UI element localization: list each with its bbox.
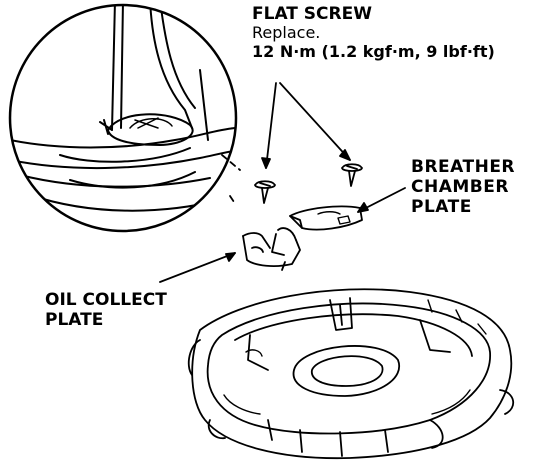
leader-lines — [159, 82, 406, 283]
flat-screw-right — [341, 163, 363, 187]
flat-screw-torque: 12 N·m (1.2 kgf·m, 9 lbf·ft) — [252, 41, 495, 61]
oil-label-line-2: PLATE — [45, 310, 104, 331]
flat-screw-title: FLAT SCREW — [252, 4, 372, 24]
transmission-housing — [187, 288, 514, 460]
oil-label-line-1: OIL COLLECT — [45, 290, 167, 310]
flat-screw-note: Replace. — [252, 23, 321, 43]
breather-label-line-3: PLATE — [411, 197, 472, 218]
oil-collect-plate-callout: OIL COLLECT PLATE — [45, 290, 167, 330]
detail-pointer-upper — [221, 154, 241, 171]
detail-close-up — [10, 5, 236, 212]
arrowhead-screw-right — [339, 149, 351, 161]
detail-magnifier — [8, 3, 238, 233]
detail-pointer-lower — [229, 195, 237, 206]
leader-screw-left — [265, 82, 277, 169]
leader-screw-right — [279, 82, 351, 161]
breather-chamber-plate-callout: BREATHER CHAMBER PLATE — [411, 157, 515, 217]
arrowhead-screw-left — [261, 157, 271, 169]
breather-chamber-plate — [289, 205, 363, 231]
arrowhead-oil-plate — [225, 252, 236, 262]
leader-oil-plate — [159, 252, 236, 283]
flat-screw-callout: FLAT SCREW Replace. 12 N·m (1.2 kgf·m, 9… — [252, 4, 495, 62]
oil-collect-plate — [242, 227, 301, 271]
flat-screw-left — [254, 180, 276, 204]
breather-label-line-2: CHAMBER — [411, 177, 509, 198]
breather-label-line-1: BREATHER — [411, 157, 516, 177]
